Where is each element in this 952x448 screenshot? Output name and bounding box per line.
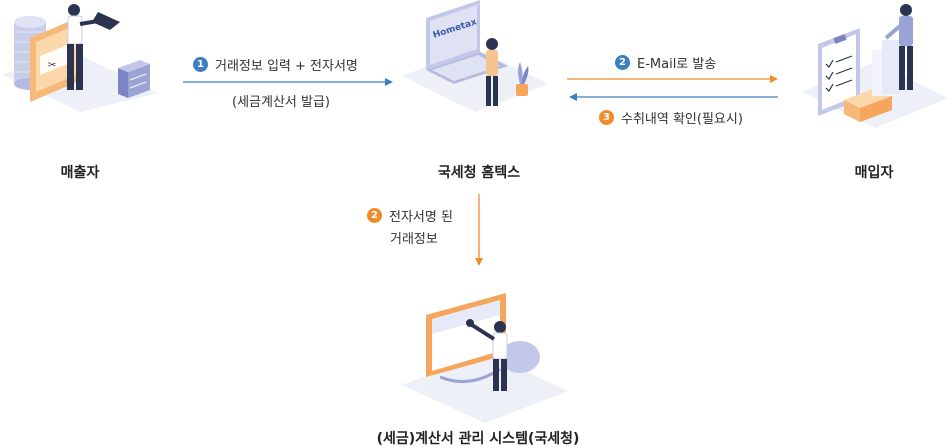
svg-text:✂: ✂ xyxy=(48,60,56,71)
step-number-badge: 2 xyxy=(615,55,630,70)
system-label: (세금)계산서 관리 시스템(국세청) xyxy=(376,431,580,447)
hometax-label: 국세청 홈텍스 xyxy=(437,165,521,181)
step-confirm-label: 수취내역 확인(필요시) xyxy=(621,112,743,127)
tax-system-illustration xyxy=(402,293,568,423)
step-issue: 1 거래정보 입력 + 전자서명 xyxy=(193,55,358,74)
step-signed: 2 전자서명 된 xyxy=(367,206,453,225)
step-signed-sub: 거래정보 xyxy=(390,232,438,247)
step-number-badge: 2 xyxy=(367,208,382,223)
hometax-laptop-illustration: Hometax xyxy=(402,0,548,112)
buyer-illustration xyxy=(802,4,948,128)
buyer-label: 매입자 xyxy=(854,165,894,181)
step-email: 2 E-Mail로 발송 xyxy=(615,53,716,72)
step-issue-sub: (세금계산서 발급) xyxy=(232,95,330,110)
seller-illustration: ✂ xyxy=(2,4,158,112)
step-email-label: E-Mail로 발송 xyxy=(637,57,717,72)
step-signed-label: 전자서명 된 xyxy=(389,210,453,225)
step-confirm: 3 수취내역 확인(필요시) xyxy=(599,108,743,127)
step-issue-label: 거래정보 입력 + 전자서명 xyxy=(215,59,358,74)
step-number-badge: 3 xyxy=(599,110,614,125)
seller-label: 매출자 xyxy=(60,165,100,181)
step-number-badge: 1 xyxy=(193,57,208,72)
